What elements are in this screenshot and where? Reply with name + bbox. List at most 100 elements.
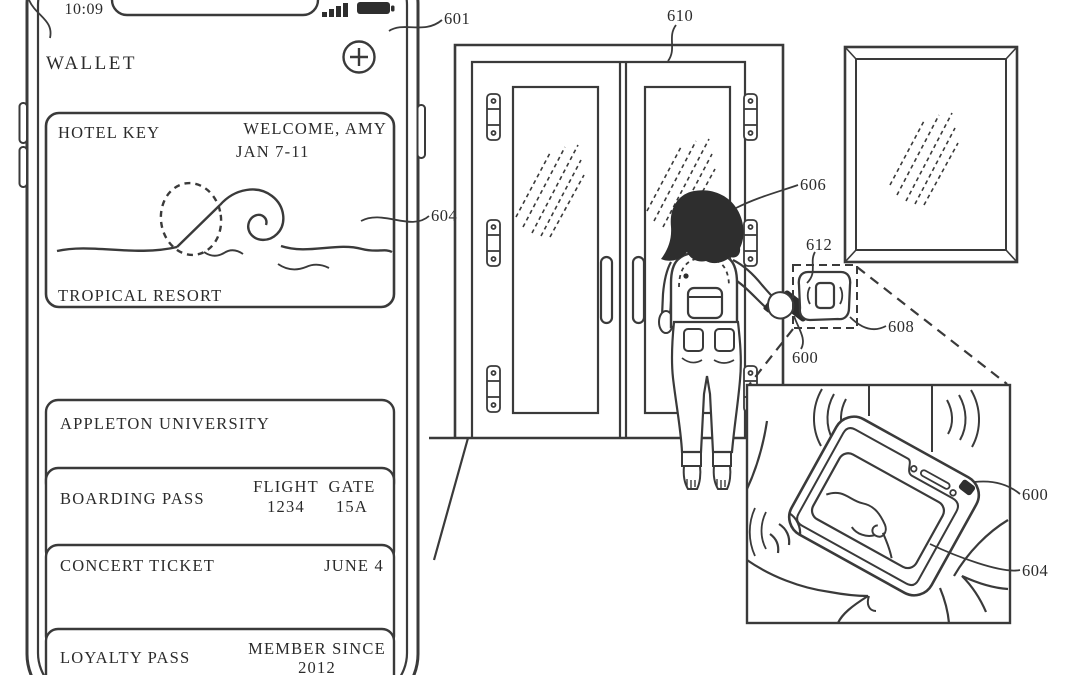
backpack-pocket bbox=[686, 286, 724, 320]
leader-squiggle bbox=[28, 0, 52, 39]
signal-icon bbox=[322, 3, 348, 17]
inset-hand-back bbox=[746, 420, 1009, 613]
hotel-key-card[interactable]: HOTEL KEY WELCOME, AMY JAN 7-11 TROPICAL… bbox=[44, 111, 396, 309]
zoom-connector-left bbox=[748, 328, 794, 386]
hinge-left-top bbox=[486, 93, 501, 141]
camera-dot-icon bbox=[910, 465, 918, 473]
ref-label-604: 604 bbox=[431, 206, 457, 225]
ref-label-612: 612 bbox=[806, 235, 832, 254]
magnified-inset: 600 604 bbox=[745, 383, 1048, 625]
phone-bezel bbox=[36, 0, 409, 675]
inset-phone-screen bbox=[796, 427, 959, 587]
pass-boarding[interactable]: BOARDING PASS FLIGHT 1234 GATE 15A bbox=[44, 466, 396, 565]
left-arm-outer bbox=[660, 261, 672, 317]
gate-label: GATE bbox=[329, 477, 376, 496]
leader-610 bbox=[667, 24, 677, 62]
hinge-left-bottom bbox=[486, 365, 501, 413]
antenna-band bbox=[958, 479, 976, 496]
pass-loyalty[interactable]: LOYALTY PASS MEMBER SINCE 2012 bbox=[44, 627, 396, 675]
person-hair bbox=[661, 190, 744, 264]
door-reader: 612 608 600 bbox=[792, 235, 914, 367]
person: 606 bbox=[658, 175, 826, 490]
ref-label-610: 610 bbox=[667, 6, 693, 25]
left-door-glass bbox=[511, 85, 600, 415]
picture-bevels bbox=[844, 46, 1018, 263]
ref-label-600-inset: 600 bbox=[1022, 485, 1048, 504]
picture-inner-frame bbox=[855, 58, 1007, 251]
pass-frame bbox=[44, 627, 396, 675]
water-squiggle-2 bbox=[277, 263, 330, 271]
hotel-card-footer: TROPICAL RESORT bbox=[58, 286, 222, 305]
ref-label-600-scene: 600 bbox=[792, 348, 818, 367]
flight-number: 1234 bbox=[267, 497, 305, 516]
leader-604-inset bbox=[929, 543, 1021, 572]
left-shoe bbox=[682, 465, 702, 490]
hinge-left-mid bbox=[486, 219, 501, 267]
pass-title: BOARDING PASS bbox=[60, 489, 205, 508]
jeans-pocket-left bbox=[683, 328, 704, 352]
status-bar: 10:09 bbox=[65, 0, 395, 18]
sun-circle bbox=[159, 181, 223, 257]
inset-card-wave bbox=[825, 491, 893, 559]
nfc-waves-right bbox=[946, 389, 980, 448]
hotel-card-title: HOTEL KEY bbox=[58, 123, 160, 142]
door-outer-frame bbox=[453, 43, 785, 438]
member-line1: MEMBER SINCE bbox=[248, 639, 386, 658]
wave-artwork bbox=[56, 181, 393, 271]
phone-device: 10:09 WALLET HOTEL KEY WELCOME, AMY bbox=[18, 0, 470, 675]
battery-icon bbox=[357, 2, 395, 14]
pass-title: CONCERT TICKET bbox=[60, 556, 215, 575]
pant-cuffs bbox=[681, 452, 732, 467]
floor-perspective-line bbox=[432, 437, 470, 561]
inset-hand-front bbox=[746, 507, 951, 624]
leader-600-inset bbox=[973, 480, 1021, 495]
member-line2: 2012 bbox=[298, 658, 336, 675]
hotel-welcome-line1: WELCOME, AMY bbox=[243, 119, 387, 138]
water-squiggle-1 bbox=[203, 249, 244, 257]
gate-number: 15A bbox=[336, 497, 368, 516]
left-door-handle[interactable] bbox=[599, 255, 614, 325]
hinge-right-top bbox=[743, 93, 758, 141]
speaker-slit-icon bbox=[919, 469, 951, 490]
right-door-handle[interactable] bbox=[631, 255, 646, 325]
jeans-pocket-right bbox=[714, 328, 735, 352]
zipper-pull bbox=[683, 273, 689, 279]
ref-label-601: 601 bbox=[444, 9, 470, 28]
jeans-stitch-lines bbox=[681, 357, 735, 364]
ref-label-608: 608 bbox=[888, 317, 914, 336]
leader-604 bbox=[360, 215, 430, 223]
zoom-connector-right bbox=[856, 266, 1008, 385]
horizon-right bbox=[280, 244, 393, 254]
right-hand bbox=[767, 291, 795, 320]
add-pass-icon[interactable] bbox=[342, 40, 376, 74]
reader-target bbox=[814, 281, 836, 310]
clock: 10:09 bbox=[65, 1, 104, 18]
page-title: WALLET bbox=[46, 53, 137, 74]
horizon-left bbox=[56, 245, 178, 253]
left-glass-glint bbox=[515, 144, 585, 238]
sensor-dot-icon bbox=[949, 489, 957, 497]
wall-picture bbox=[843, 45, 1019, 264]
inset-phone bbox=[787, 415, 981, 597]
picture-glass-glint bbox=[889, 112, 959, 206]
side-button[interactable] bbox=[416, 104, 426, 159]
hinge-right-mid bbox=[743, 219, 758, 267]
shoe-treads bbox=[686, 479, 726, 488]
wave-face-line bbox=[176, 204, 221, 248]
picture-outer-frame bbox=[843, 45, 1019, 264]
pass-stack: APPLETON UNIVERSITY BOARDING PASS FLIGHT… bbox=[44, 398, 396, 675]
reader-zoom-outline bbox=[792, 264, 858, 329]
pass-title: LOYALTY PASS bbox=[60, 648, 190, 667]
volume-up-button[interactable] bbox=[18, 102, 28, 144]
reader-housing[interactable] bbox=[797, 270, 852, 322]
volume-down-button[interactable] bbox=[18, 146, 28, 188]
ref-label-604-inset: 604 bbox=[1022, 561, 1048, 580]
leader-606 bbox=[735, 184, 799, 209]
reader-signal-arcs bbox=[806, 286, 844, 305]
inset-hotel-card bbox=[810, 452, 946, 570]
hotel-welcome-line2: JAN 7-11 bbox=[236, 142, 310, 161]
door-handles[interactable] bbox=[599, 255, 646, 325]
leader-612 bbox=[806, 251, 816, 284]
